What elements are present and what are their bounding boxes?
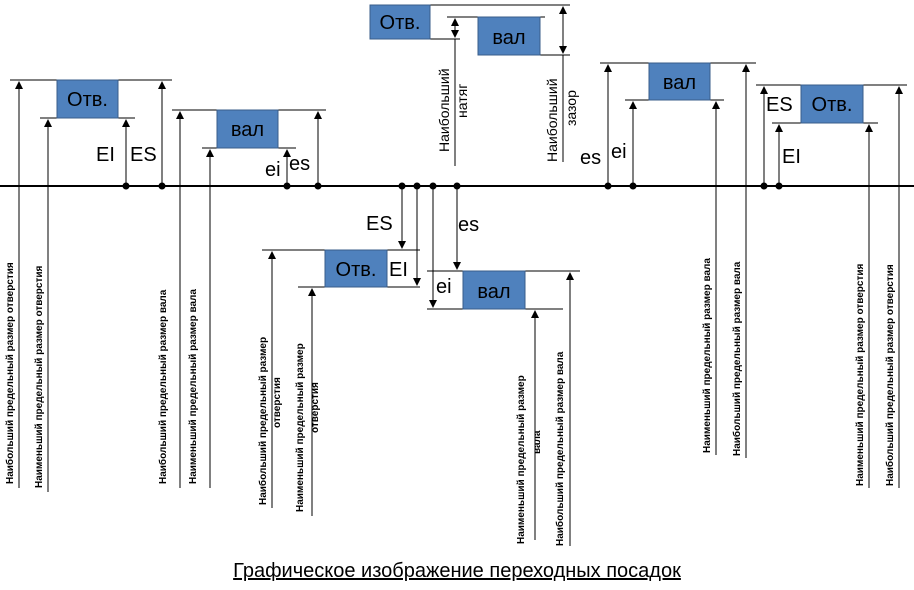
es-label-4: es (580, 147, 601, 169)
max-shaft-size-label-4: Наибольший предельный размер вала (731, 261, 743, 456)
min-shaft-size-label-2: Наименьший предельный размер вала (188, 289, 199, 484)
hole-label-3: Отв. (336, 259, 377, 281)
min-hole-size-label-3a: Наименьший предельный размер (295, 343, 306, 512)
shaft-label-4: вал (663, 72, 696, 94)
ei-label-4: ei (611, 141, 627, 163)
max-hole-size-label-3b: отверстия (272, 377, 283, 428)
hole-box-top (369, 4, 431, 40)
fit-group-3: Отв. вал ES EI ei es Наибольший предельн… (257, 182, 580, 546)
ES-label-1: ES (130, 144, 157, 166)
EI-label-5: EI (782, 146, 801, 168)
ei-label-2: ei (265, 159, 281, 181)
max-hole-size-label-5: Наибольший предельный размер отверстия (884, 264, 896, 486)
ei-label-3: ei (436, 276, 452, 298)
transition-fits-diagram: Отв. EI ES Наибольший предельный размер … (0, 4, 914, 546)
shaft-label-2: вал (231, 119, 264, 141)
max-clearance-label-2: зазор (563, 90, 579, 126)
hole-label-top: Отв. (380, 12, 421, 34)
max-interference-label-1: Наибольший (436, 68, 452, 152)
max-interference-label-2: натяг (454, 84, 470, 118)
fit-group-4: вал es ei Наименьший предельный размер в… (580, 62, 756, 458)
min-hole-size-label-1: Наименьший предельный размер отверстия (34, 265, 45, 488)
hole-label-5: Отв. (812, 94, 853, 116)
fit-group-2: вал ei es Наибольший предельный размер в… (157, 109, 326, 488)
min-shaft-size-label-3b: вала (532, 430, 543, 454)
ES-label-3: ES (366, 213, 393, 235)
hole-box-1 (56, 79, 119, 119)
max-hole-size-label-3a: Наибольший предельный размер (257, 337, 269, 505)
shaft-box-top (477, 16, 541, 56)
shaft-box-4 (648, 62, 711, 101)
max-shaft-size-label-2: Наибольший предельный размер вала (157, 289, 169, 484)
shaft-label-top: вал (492, 27, 525, 49)
shaft-box-2 (216, 109, 279, 149)
fit-group-top: Отв. вал Наибольший натяг Наибольший заз… (369, 4, 579, 166)
max-shaft-size-label-3: Наибольший предельный размер вала (554, 351, 566, 546)
max-clearance-label-1: Наибольший (544, 78, 560, 162)
hole-box-3 (324, 249, 388, 288)
shaft-box-3 (462, 270, 526, 310)
figure-caption: Графическое изображение переходных посад… (233, 560, 681, 582)
fit-group-1: Отв. EI ES Наибольший предельный размер … (4, 79, 172, 492)
fit-group-5: Отв. ES EI Наименьший предельный размер … (756, 84, 907, 488)
min-shaft-size-label-4: Наименьший предельный размер вала (702, 258, 713, 453)
shaft-label-3: вал (477, 281, 510, 303)
ES-label-5: ES (766, 94, 793, 116)
hole-label-1: Отв. (67, 89, 108, 111)
max-hole-size-label-1: Наибольший предельный размер отверстия (4, 262, 16, 484)
min-hole-size-label-3b: отверстия (310, 382, 321, 433)
hole-box-5 (800, 84, 864, 124)
EI-label-3: EI (389, 259, 408, 281)
es-label-2: es (289, 153, 310, 175)
min-shaft-size-label-3a: Наименьший предельный размер (516, 375, 527, 544)
EI-label-1: EI (96, 144, 115, 166)
min-hole-size-label-5: Наименьший предельный размер отверстия (855, 263, 866, 486)
es-label-3: es (458, 214, 479, 236)
